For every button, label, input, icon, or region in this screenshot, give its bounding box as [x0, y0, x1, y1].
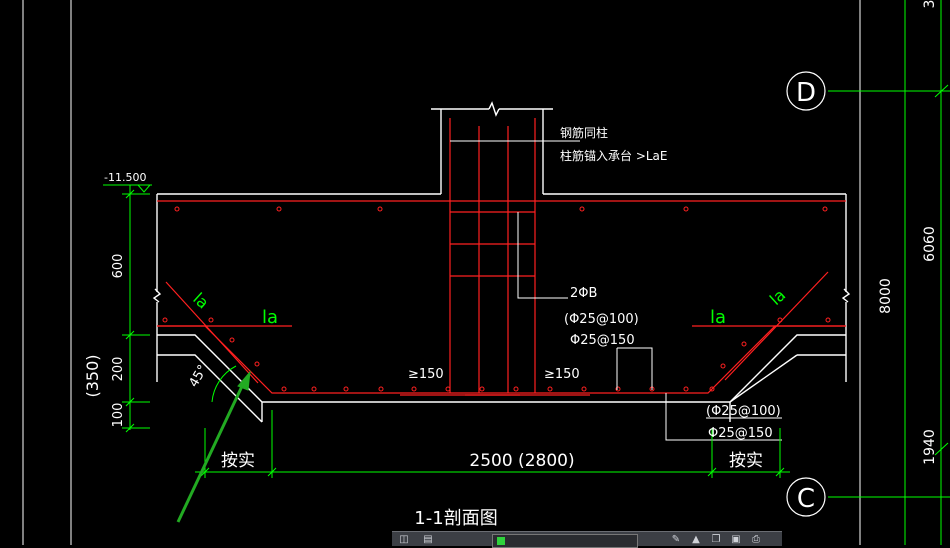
label-top-lower: Φ25@150 — [570, 333, 635, 348]
dim-width: 2500 (2800) — [469, 451, 574, 471]
dim-6060: 6060 — [922, 226, 938, 262]
leader-lines — [450, 140, 782, 441]
label-2phi8: 2ΦB — [570, 286, 597, 301]
dim-top-right-digit: 3 — [922, 0, 938, 8]
label-lap-right: ≥150 — [544, 367, 580, 382]
label-la-left-horiz: la — [262, 307, 278, 328]
axis-bubble-C: C — [786, 477, 826, 517]
elevation-label: -11.500 — [104, 171, 146, 184]
axis-bubble-D: D — [786, 71, 826, 111]
svg-text:C: C — [797, 484, 815, 514]
axis-grid-lines — [828, 0, 950, 545]
dim-100: 100 — [111, 403, 126, 428]
dim-8000: 8000 — [878, 278, 894, 314]
label-la-right-diag: la — [766, 285, 789, 309]
dim-600: 600 — [111, 254, 126, 279]
dim-right-as-built: 按实 — [729, 451, 763, 471]
note-line-2: 柱筋锚入承台 >LaE — [560, 148, 668, 163]
layer-props-icon[interactable]: ▤ — [423, 534, 433, 545]
annotation-arrow — [176, 370, 251, 523]
label-bot-upper: (Φ25@100) — [706, 404, 781, 419]
rebar-dots — [162, 206, 831, 392]
up-icon[interactable]: ▲ — [692, 534, 700, 545]
label-la-right-horiz: la — [710, 307, 726, 328]
edit-icon[interactable]: ✎ — [671, 534, 681, 545]
dimension-lines — [103, 184, 790, 478]
label-bot-lower: Φ25@150 — [708, 426, 773, 441]
save-icon[interactable]: ▣ — [731, 534, 741, 545]
dim-350: (350) — [83, 354, 102, 397]
layer-icon[interactable]: ◫ — [399, 534, 409, 545]
label-top-upper: (Φ25@100) — [564, 312, 639, 327]
label-lap-left: ≥150 — [408, 367, 444, 382]
note-line-1: 钢筋同柱 — [560, 125, 608, 140]
section-title: 1-1剖面图 — [414, 508, 497, 529]
bottom-toolbar: ◫ ▤ ✎ ▲ ❐ ▣ ⎙ — [392, 531, 782, 548]
layer-color-swatch — [497, 537, 505, 545]
svg-text:D: D — [796, 78, 816, 108]
rebar-lines — [157, 118, 846, 396]
dim-1940: 1940 — [922, 429, 938, 465]
dim-200: 200 — [111, 357, 126, 382]
layer-dropdown[interactable] — [492, 534, 638, 548]
cap-outline — [152, 101, 851, 423]
copy-icon[interactable]: ❐ — [711, 534, 721, 545]
print-icon[interactable]: ⎙ — [752, 534, 760, 545]
dim-left-as-built: 按实 — [221, 451, 255, 471]
label-la-left-diag: la — [189, 289, 212, 313]
